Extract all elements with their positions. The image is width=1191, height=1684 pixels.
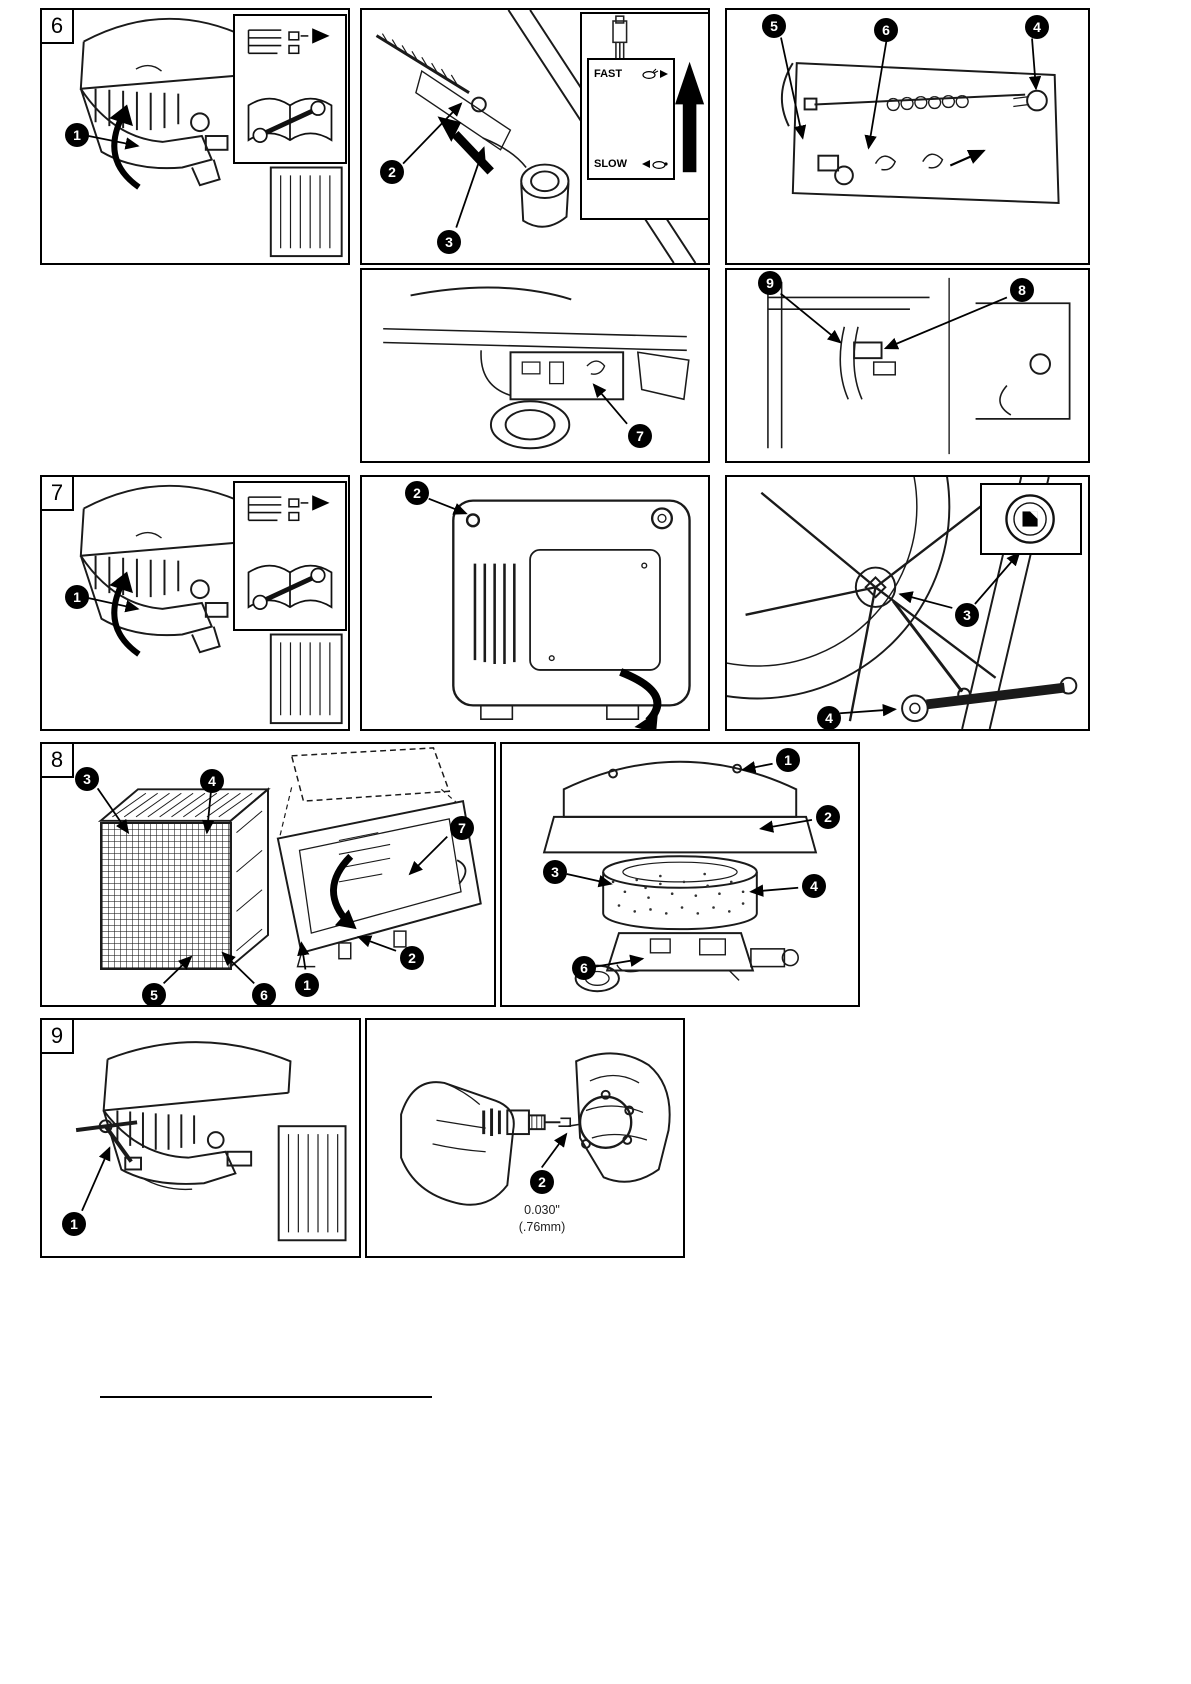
- callout-4: 4: [817, 706, 841, 730]
- callout-6: 6: [874, 18, 898, 42]
- tortoise-icon: [642, 160, 668, 170]
- callout-4: 4: [200, 769, 224, 793]
- callout-1: 1: [65, 585, 89, 609]
- callout-2: 2: [530, 1170, 554, 1194]
- gap-mm: (.76mm): [518, 1219, 566, 1234]
- throttle-control-inset: FAST SLOW: [580, 12, 710, 220]
- callout-2: 2: [405, 481, 429, 505]
- figure-number: 8: [42, 744, 74, 778]
- air-cleaner-assembly-illustration: [542, 760, 818, 993]
- figure-number: 7: [42, 477, 74, 511]
- fig6-panel-engine-overview: 6: [40, 8, 350, 265]
- spark-plug-gap-illustration: [400, 1052, 671, 1206]
- fig6-panel-control-bracket: 7: [360, 268, 710, 463]
- fig8-panel-air-cleaner-assembly: 1 2 3 4 6: [500, 742, 860, 1007]
- service-manual-inset: [233, 481, 347, 631]
- hare-icon: [642, 68, 668, 80]
- footnote-divider: [100, 1396, 432, 1398]
- wheel-hub-illustration: [727, 477, 1078, 729]
- callout-7: 7: [450, 816, 474, 840]
- fig7-panel-wheel-ratchet: 3 4: [725, 475, 1090, 731]
- fig6-panel-carb-adjust: FAST SLOW 2 3: [360, 8, 710, 265]
- square-drive-icon: [1005, 494, 1055, 544]
- fig8-panel-filter-cartridge: 8: [40, 742, 496, 1007]
- carburetor-adjustment-illustration: [375, 10, 697, 263]
- callout-3: 3: [437, 230, 461, 254]
- callout-2: 2: [816, 805, 840, 829]
- figure-number: 9: [42, 1020, 74, 1054]
- slow-label: SLOW: [594, 158, 627, 170]
- callout-6: 6: [572, 956, 596, 980]
- callout-2: 2: [380, 160, 404, 184]
- cable-clamp-illustration: [767, 277, 1071, 455]
- callout-7: 7: [628, 424, 652, 448]
- fig7-panel-engine-overview: 7: [40, 475, 350, 731]
- callout-1: 1: [62, 1212, 86, 1236]
- fig9-panel-spark-plug-access: 9 1: [40, 1018, 361, 1258]
- fig9-panel-spark-plug-gap: 2 0.030" (.76mm): [365, 1018, 685, 1258]
- engine-illustration: [79, 17, 343, 258]
- callout-1: 1: [65, 123, 89, 147]
- callout-2: 2: [400, 946, 424, 970]
- fig7-panel-blower-housing: 2: [360, 475, 710, 731]
- callout-5: 5: [762, 14, 786, 38]
- governor-linkage-illustration: [780, 37, 1060, 204]
- callout-3: 3: [955, 603, 979, 627]
- callout-1: 1: [776, 748, 800, 772]
- fig6-panel-governor-linkage: 5 6 4: [725, 8, 1090, 265]
- callout-8: 8: [1010, 278, 1034, 302]
- service-manual-inset: [233, 14, 347, 164]
- fast-label: FAST: [594, 68, 623, 80]
- figure-number: 6: [42, 10, 74, 44]
- callout-4: 4: [802, 874, 826, 898]
- gap-inches: 0.030": [524, 1203, 560, 1217]
- engine-illustration: [79, 484, 343, 725]
- callout-3: 3: [543, 860, 567, 884]
- air-filter-cartridge-illustration: [96, 747, 482, 984]
- book-wrench-icon: [247, 495, 333, 610]
- control-bracket-illustration: [383, 286, 690, 450]
- callout-3: 3: [75, 767, 99, 791]
- callout-4: 4: [1025, 15, 1049, 39]
- book-wrench-icon: [247, 28, 333, 143]
- throttle-speed-box: FAST SLOW: [587, 58, 675, 180]
- fig6-panel-cable-clamp: 9 8: [725, 268, 1090, 463]
- gap-spec: 0.030" (.76mm): [482, 1202, 602, 1236]
- square-drive-inset: [980, 483, 1082, 555]
- blower-housing-illustration: [428, 497, 691, 729]
- callout-6: 6: [252, 983, 276, 1007]
- spark-plug-removal-illustration: [75, 1041, 347, 1242]
- callout-1: 1: [295, 973, 319, 997]
- callout-9: 9: [758, 271, 782, 295]
- callout-5: 5: [142, 983, 166, 1007]
